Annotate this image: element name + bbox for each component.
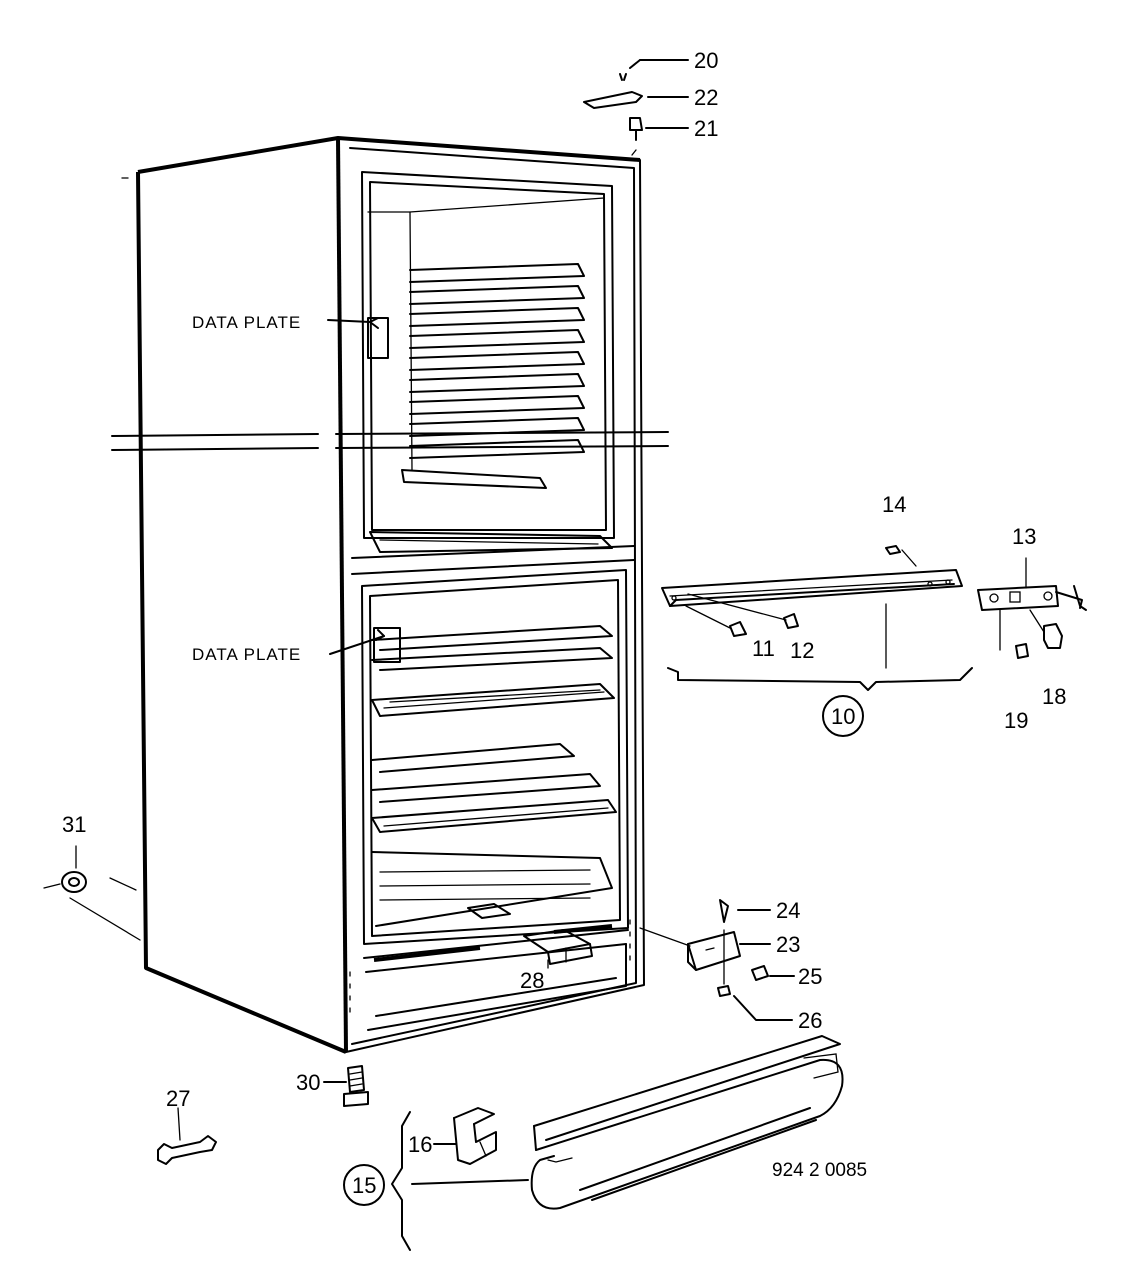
data-plate-lower: DATA PLATE — [192, 627, 401, 664]
data-plate-upper: DATA PLATE — [192, 313, 389, 359]
callout-25: 25 — [798, 964, 822, 989]
leveling-leg — [323, 1065, 369, 1107]
top-hinge-assembly — [583, 59, 689, 141]
refrigerator-cabinet — [111, 136, 669, 1054]
leveling-plug — [43, 845, 141, 941]
callout-23: 23 — [776, 932, 800, 957]
callout-20: 20 — [694, 48, 718, 73]
wire-shelves — [371, 625, 617, 833]
callout-circle-15 — [343, 1164, 385, 1206]
callout-14: 14 — [882, 492, 906, 517]
bottom-hinge-assembly — [639, 899, 795, 1021]
callout-12: 12 — [790, 638, 814, 663]
middle-hinge-assembly — [977, 557, 1087, 659]
callout-11: 11 — [752, 636, 775, 661]
wrench-tool — [157, 1107, 217, 1165]
evaporator-fins — [401, 263, 585, 489]
callout-10: 10 — [831, 704, 855, 729]
callout-21: 21 — [694, 116, 718, 141]
handle-assembly — [661, 545, 973, 691]
door-stop — [523, 929, 593, 969]
callout-22: 22 — [694, 85, 718, 110]
callout-30: 30 — [296, 1070, 320, 1095]
callout-15: 15 — [352, 1173, 376, 1198]
data-plate-label-upper: DATA PLATE — [192, 313, 301, 332]
callout-labels: 20 22 21 14 13 11 12 10 18 19 31 24 23 2… — [62, 48, 1066, 1198]
callout-19: 19 — [1004, 708, 1028, 733]
callout-31: 31 — [62, 812, 86, 837]
data-plate-label-lower: DATA PLATE — [192, 645, 301, 664]
callout-27: 27 — [166, 1086, 190, 1111]
callout-28: 28 — [520, 968, 544, 993]
callout-24: 24 — [776, 898, 800, 923]
kick-plate-assembly — [391, 1035, 844, 1251]
callout-circle-10 — [822, 695, 864, 737]
callout-13: 13 — [1012, 524, 1036, 549]
callout-26: 26 — [798, 1008, 822, 1033]
callout-18: 18 — [1042, 684, 1066, 709]
callout-16: 16 — [408, 1132, 432, 1157]
drawing-number: 924 2 0085 — [772, 1160, 867, 1181]
